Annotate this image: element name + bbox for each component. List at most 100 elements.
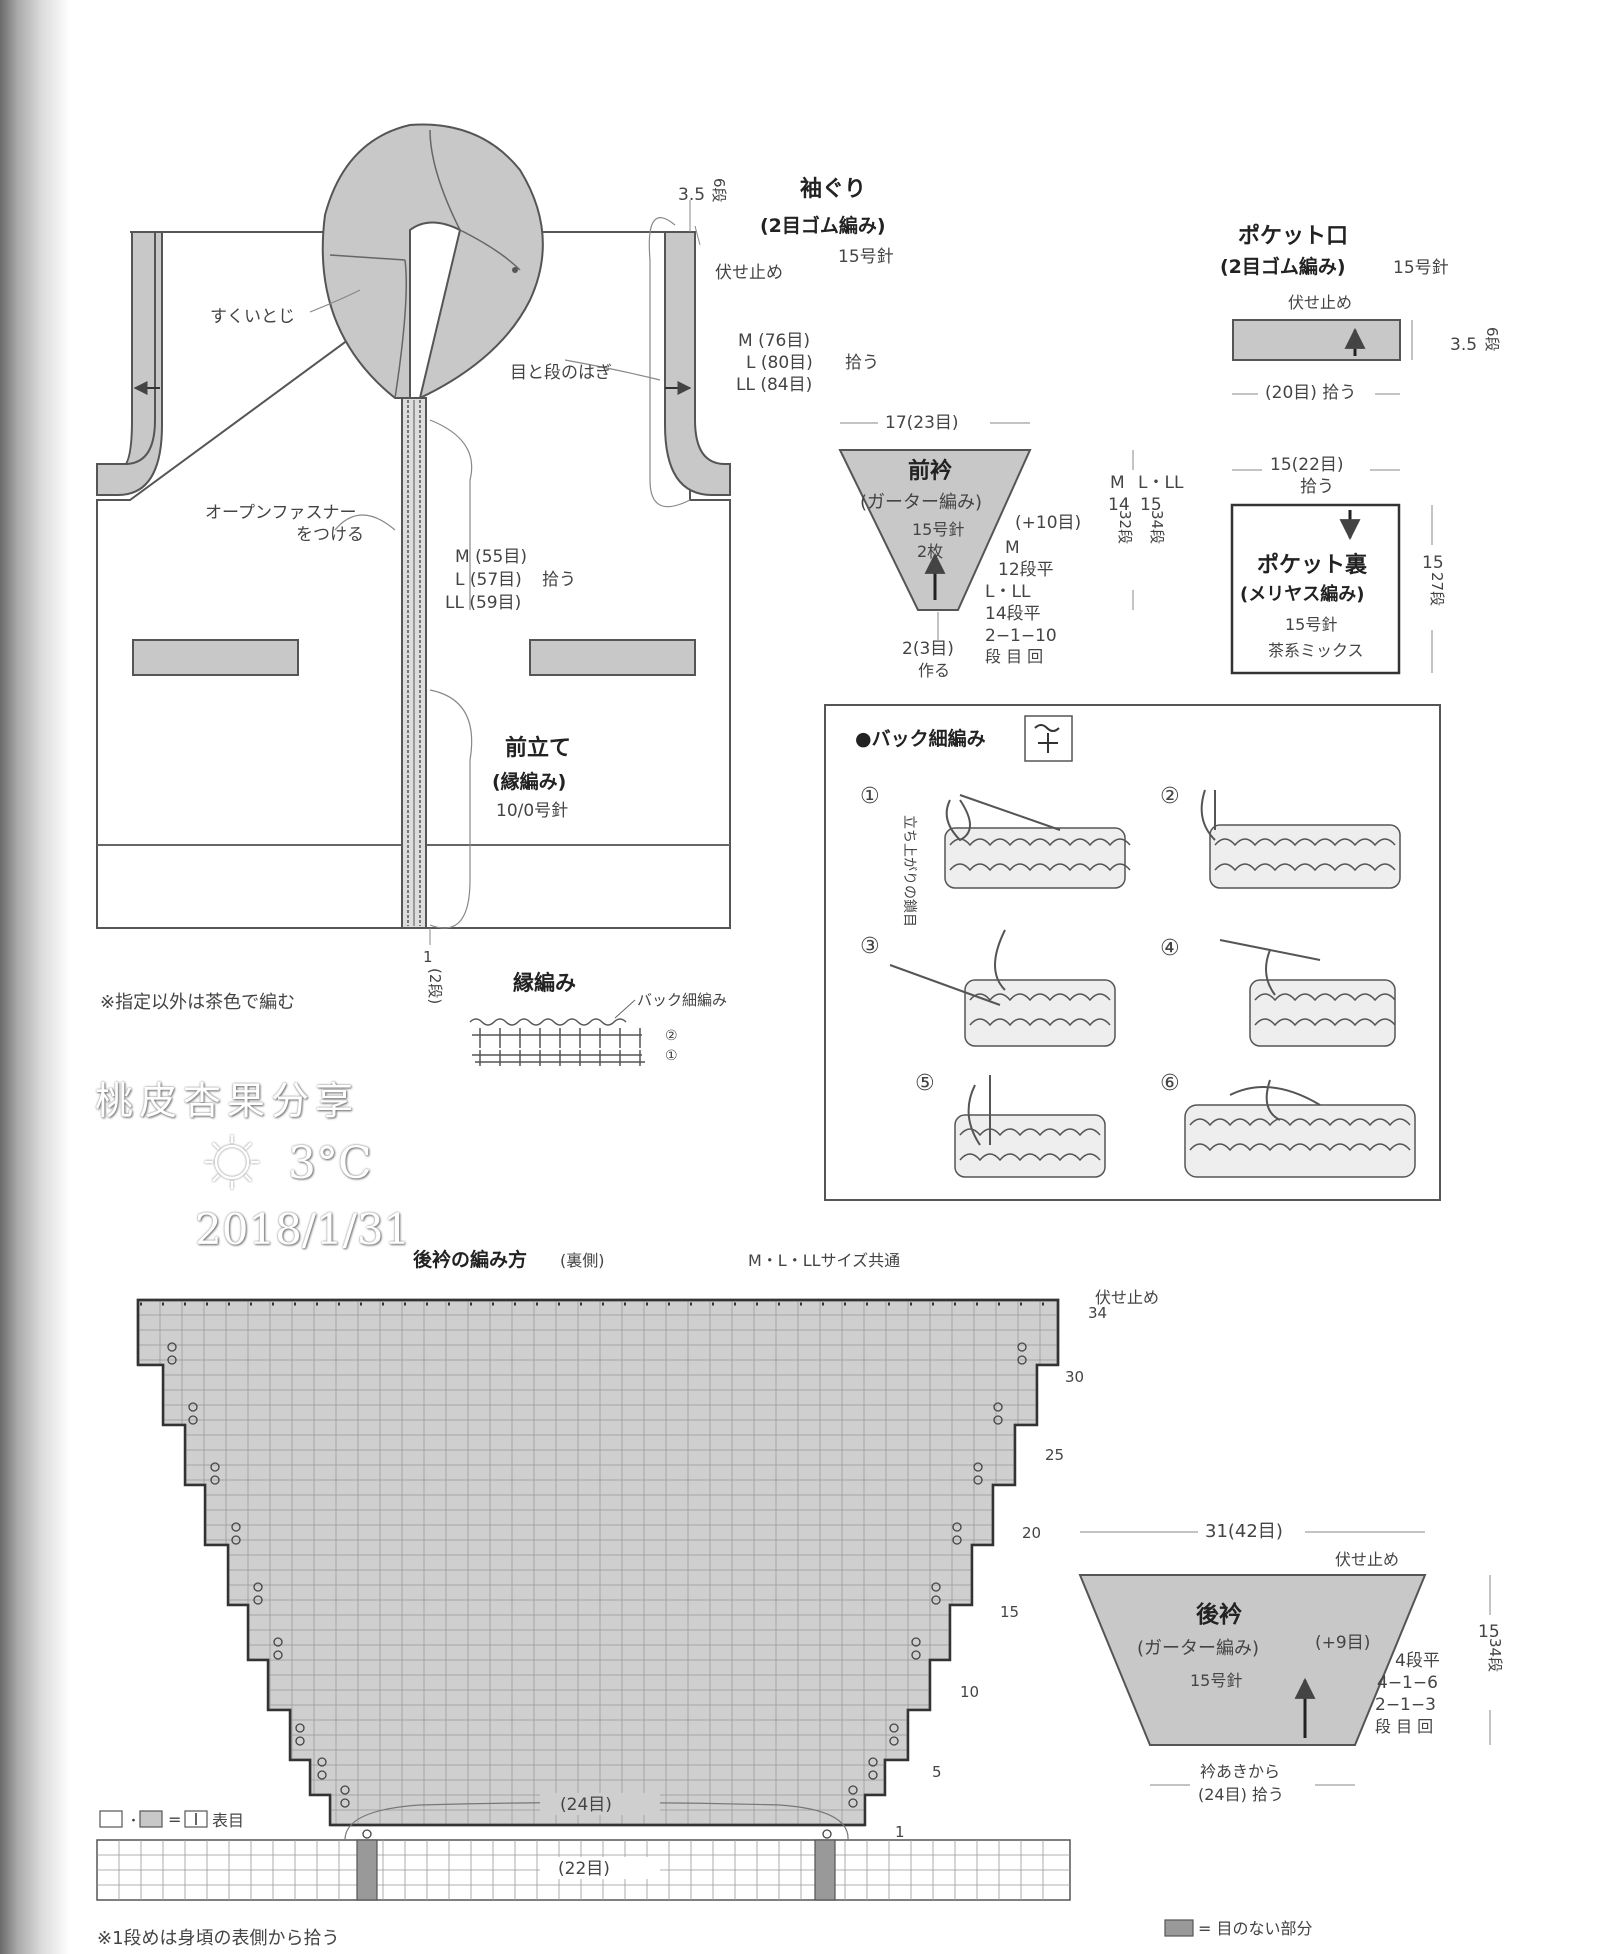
front-collar-lll: L・LL [985, 582, 1031, 602]
sode-title: 袖ぐり [800, 176, 866, 202]
edge-title: 縁編み [513, 971, 576, 995]
back-collar-plus: (+9目) [1315, 1633, 1370, 1653]
chart-row-15: 15 [1000, 1603, 1019, 1621]
chart-row-5: 5 [932, 1763, 942, 1781]
label-open-fastener: オープンファスナー [205, 503, 356, 523]
front-hirou: 拾う [542, 570, 576, 590]
watermark-title: 桃皮杏果分享 [95, 1079, 360, 1123]
armhole-l: L (80目) [746, 353, 813, 373]
hood [321, 123, 544, 399]
front-collar-width: 17(23目) [885, 413, 959, 433]
sode-height: 3.5 [678, 185, 705, 205]
sode-fuse: 伏せ止め [715, 263, 783, 283]
back-collar-needle: 15号針 [1190, 1671, 1242, 1690]
edge-symbols [469, 1018, 645, 1066]
sode-rows: 6段 [710, 178, 728, 203]
front-collar-size-m-v: 14 [1108, 495, 1130, 515]
back-collar-h: 15 [1478, 1622, 1500, 1642]
back-collar-title: 後衿 [1196, 1601, 1242, 1628]
pocket-back-rows: 27段 [1428, 572, 1446, 606]
front-collar-needle: 15号針 [912, 520, 964, 539]
chart-grid [138, 1300, 1058, 1825]
front-collar-cast2: 作る [918, 661, 950, 680]
back-collar-inc1: 4段平 [1395, 1651, 1440, 1671]
chart-fuse: 伏せ止め [1095, 1288, 1159, 1307]
back-collar-inc3: 2−1−3 [1375, 1695, 1436, 1715]
bottom-rows: (2段) [426, 968, 444, 1004]
pocket-mouth-needle: 15号針 [1393, 258, 1449, 278]
pocket-left [132, 639, 299, 676]
armhole-rib-right [664, 231, 731, 496]
pocket-mouth-fuse: 伏せ止め [1288, 293, 1352, 312]
armhole-rib-left-lower [96, 231, 163, 496]
step-1-illustration [944, 794, 1131, 889]
chart-title: 後衿の編み方 [413, 1248, 527, 1271]
page-shadow [0, 0, 70, 1954]
front-collar-size-m: M [1110, 473, 1125, 493]
pocket-back-width: 15(22目) [1270, 455, 1344, 475]
sode-needle: 15号針 [838, 247, 894, 267]
step-3-illustration [889, 929, 1116, 1047]
pocket-back-sub: (メリヤス編み) [1240, 583, 1364, 605]
chart-side: (裏側) [560, 1251, 605, 1270]
step-4-illustration [1219, 939, 1396, 1047]
chart-row-10: 10 [960, 1683, 979, 1701]
front-collar-title: 前衿 [908, 458, 952, 484]
back-collar-width: 31(42目) [1205, 1521, 1283, 1542]
front-collar-lll-rows: 14段平 [985, 604, 1041, 624]
front-collar-plus: (+10目) [1015, 513, 1081, 533]
chart-row-20: 20 [1022, 1524, 1041, 1542]
back-collar-fuse: 伏せ止め [1335, 1550, 1399, 1569]
front-m: M (55目) [455, 547, 527, 567]
pocket-back-needle: 15号針 [1285, 615, 1337, 634]
pocket-back-h: 15 [1422, 553, 1444, 573]
pocket-mouth-title: ポケット口 [1238, 223, 1348, 249]
front-collar-size-lll: L・LL [1138, 473, 1184, 493]
svg-text:④: ④ [1160, 936, 1180, 961]
maedate-needle: 10/0号針 [496, 801, 568, 821]
label-sukui-toji: すくいとじ [210, 307, 295, 327]
chart-no-stitch-right [814, 1839, 836, 1901]
front-ll: LL (59目) [445, 593, 521, 613]
edge-row1: ① [665, 1048, 678, 1064]
svg-text:・: ・ [127, 1814, 140, 1829]
chart-note-1: ※1段めは身頃の表側から拾う [97, 1928, 340, 1949]
pocket-mouth-h: 3.5 [1450, 335, 1477, 355]
armhole-ll: LL (84目) [736, 375, 812, 395]
front-collar-m-rows: 12段平 [998, 560, 1054, 580]
chart-bot-22: (22目) [558, 1859, 610, 1879]
pocket-back-title: ポケット裏 [1257, 552, 1368, 578]
note-brown: ※指定以外は茶色で編む [100, 992, 295, 1013]
svg-text:⑤: ⑤ [915, 1071, 935, 1096]
edge-row2: ② [665, 1028, 678, 1044]
pocket-mouth-rows: 6段 [1483, 327, 1501, 352]
front-collar-size-lll-r: 34段 [1148, 510, 1166, 544]
pocket-right [529, 639, 696, 676]
chart-top-24: (24目) [560, 1795, 612, 1815]
pocket-mouth-pick: (20目) 拾う [1265, 383, 1356, 403]
chart-legend-label: 表目 [212, 1811, 244, 1830]
back-sc-note: 立ち上がりの鎖目 [901, 815, 917, 927]
chart-sizes: M・L・LLサイズ共通 [748, 1251, 900, 1270]
pocket-back-rect [1230, 503, 1401, 675]
maedate-sub: (縁編み) [492, 770, 566, 793]
step-5-illustration [954, 1075, 1106, 1178]
chart-row-25: 25 [1045, 1446, 1064, 1464]
chart-no-stitch-left [356, 1839, 378, 1901]
back-collar-inc2: 4−1−6 [1377, 1673, 1438, 1693]
chart-legend-gray: = 目のない部分 [1198, 1919, 1313, 1938]
pocket-back-yarn: 茶系ミックス [1268, 641, 1364, 660]
zipper [401, 397, 427, 929]
sode-sub: (2目ゴム編み) [760, 214, 886, 237]
front-collar-count: 2枚 [917, 542, 943, 561]
chart-row-1: 1 [895, 1823, 905, 1841]
watermark-date: 2018/1/31 [195, 1205, 411, 1254]
front-collar-size-lll-v: 15 [1140, 495, 1162, 515]
armhole-hirou: 拾う [845, 353, 879, 373]
pocket-back-pick: 拾う [1300, 477, 1334, 497]
back-collar-shape [1078, 1574, 1427, 1746]
back-collar-bottom2: (24目) 拾う [1198, 1785, 1284, 1804]
back-collar-rows: 34段 [1486, 1638, 1504, 1672]
step-2-illustration [1200, 789, 1401, 889]
chart-row-30: 30 [1065, 1368, 1084, 1386]
